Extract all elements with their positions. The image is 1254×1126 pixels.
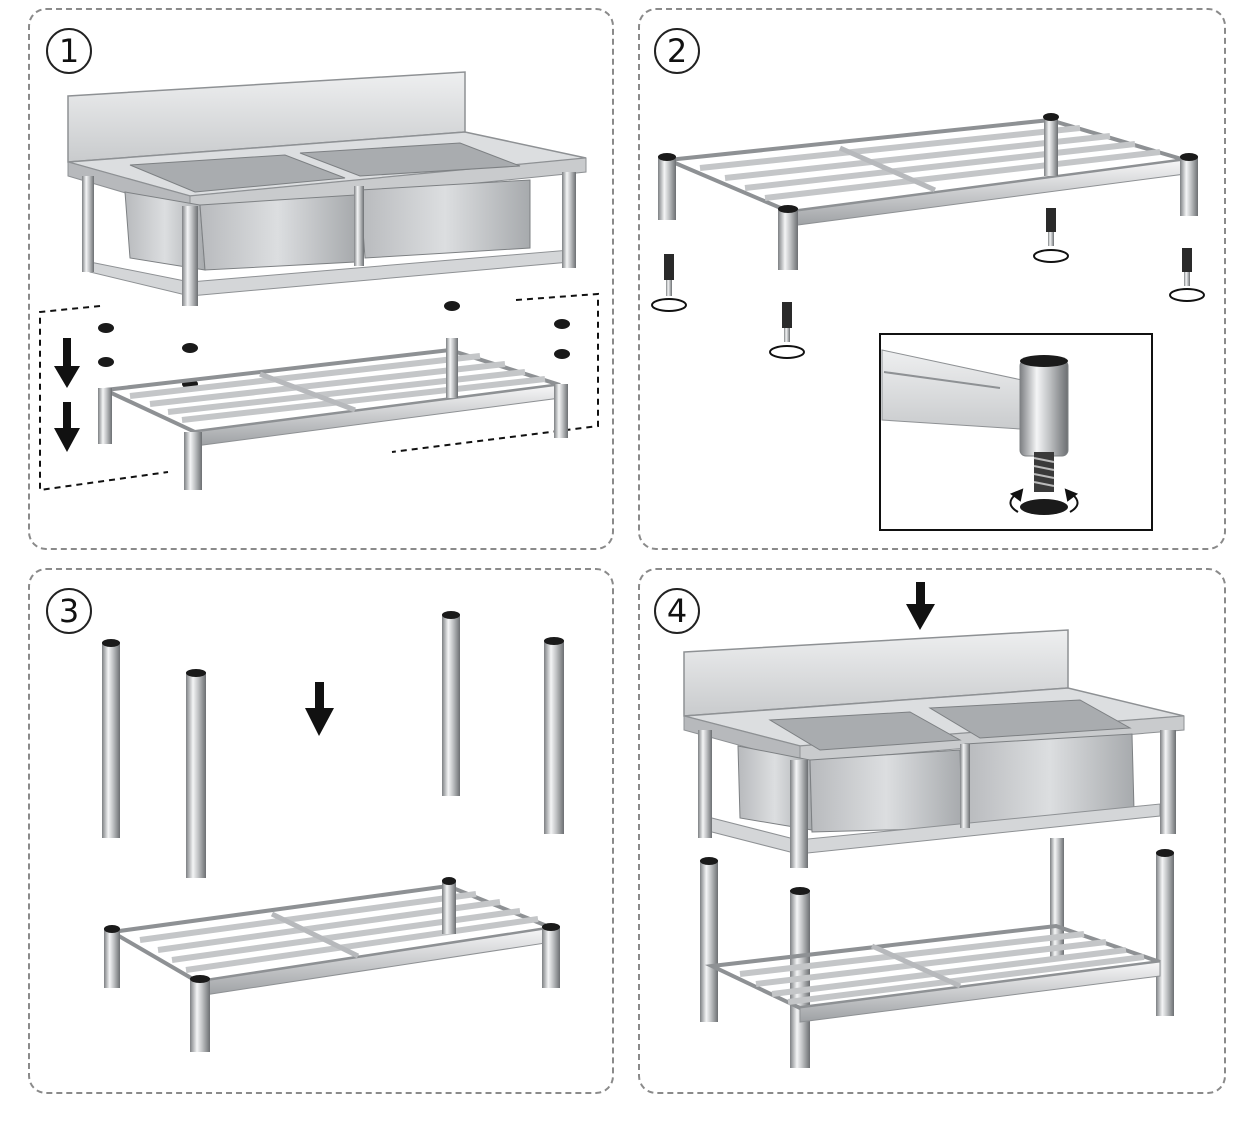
step-3-panel: 3 — [28, 568, 614, 1094]
down-arrow-icon — [54, 338, 80, 452]
shelf-frame — [658, 113, 1198, 270]
step-number-badge: 2 — [654, 28, 700, 74]
loose-legs — [102, 611, 564, 878]
shelf-frame — [104, 877, 560, 1052]
step-number-badge: 3 — [46, 588, 92, 634]
step-2-art — [651, 113, 1205, 531]
guide-lines — [39, 292, 599, 492]
base-frame — [700, 838, 1174, 1068]
detail-inset — [879, 333, 1153, 531]
step-1-panel: 1 — [28, 8, 614, 550]
step-number-badge: 4 — [654, 588, 700, 634]
step-4-panel: 4 — [638, 568, 1226, 1094]
leg-caps — [98, 301, 570, 389]
sink-unit — [683, 629, 1185, 868]
down-arrow-icon — [906, 582, 935, 630]
sink-unit — [67, 71, 587, 306]
rotate-arrows-icon — [1009, 488, 1079, 513]
step-number-badge: 1 — [46, 28, 92, 74]
adjustable-foot-icon — [651, 208, 1205, 359]
step-3-art — [102, 611, 564, 1052]
down-arrow-icon — [305, 682, 334, 736]
step-4-art — [683, 582, 1185, 1068]
step-1-art — [39, 71, 599, 492]
shelf-frame — [97, 338, 568, 490]
step-2-panel: 2 — [638, 8, 1226, 550]
